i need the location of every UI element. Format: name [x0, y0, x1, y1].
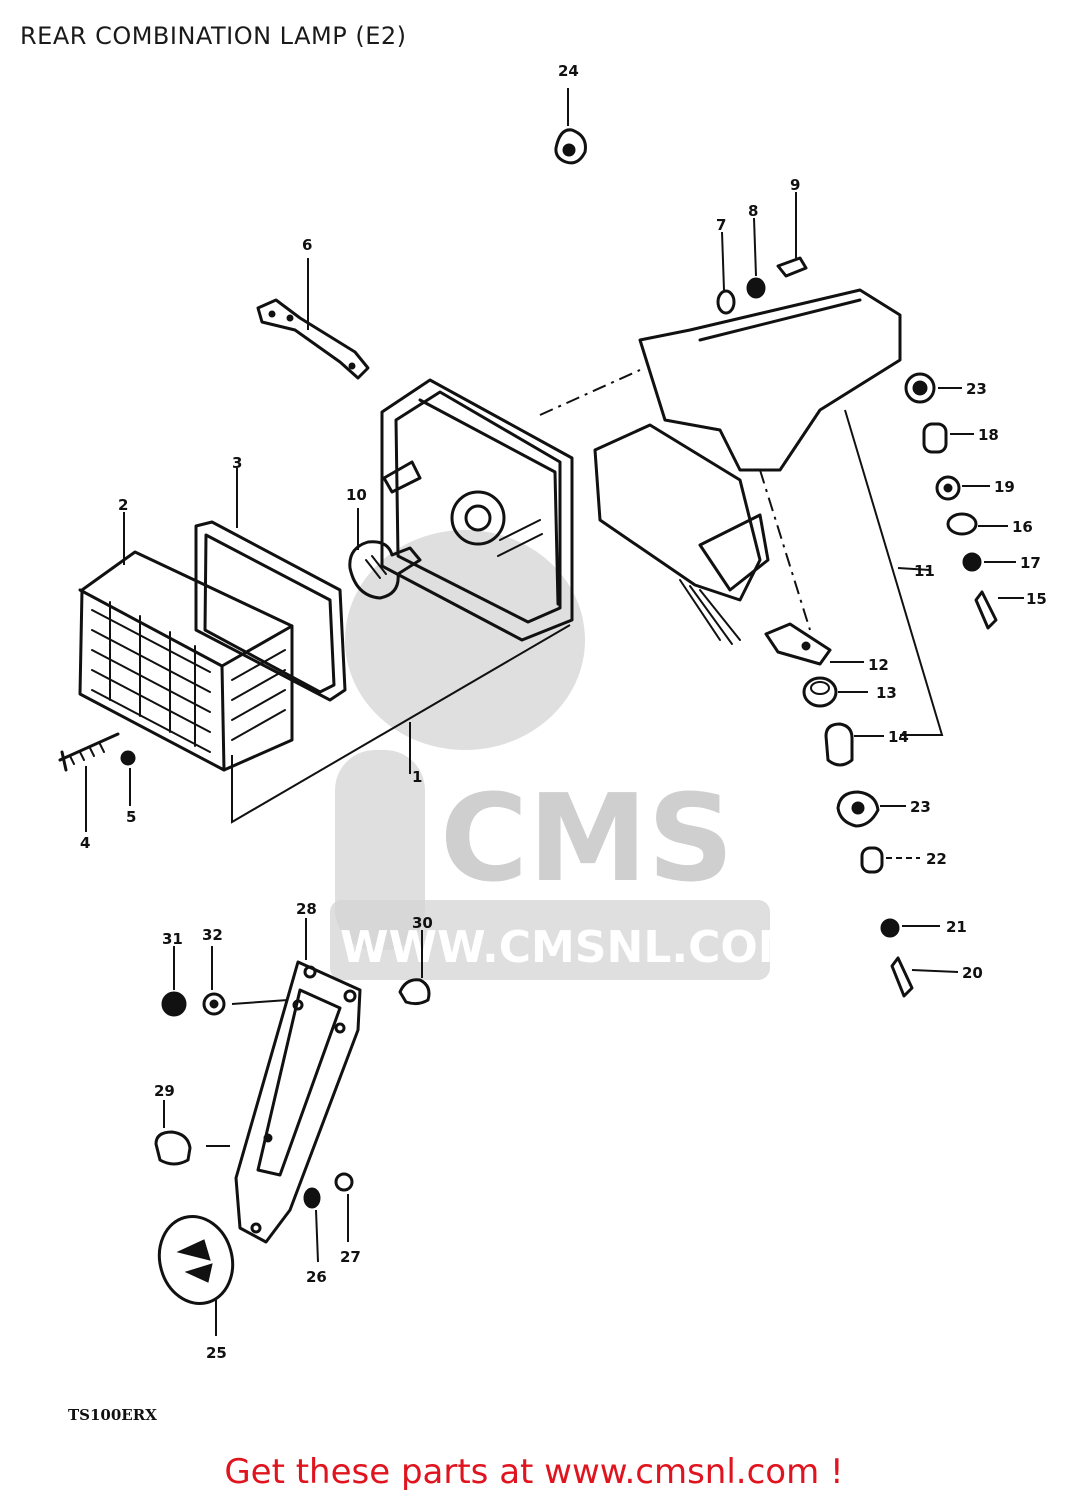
watermark-url: WWW.CMSNL.COM	[340, 922, 802, 973]
part-23-upper-grommet	[904, 372, 962, 404]
callout-7: 7	[716, 216, 726, 234]
model-code: TS100ERX	[68, 1406, 157, 1424]
callout-4: 4	[80, 834, 90, 852]
part-1-bracket	[231, 624, 571, 824]
lamp-housing	[380, 378, 574, 642]
part-27-washer	[334, 1172, 354, 1242]
part-17-nut	[962, 552, 1016, 572]
part-25-reflector	[157, 1214, 235, 1336]
callout-26: 26	[306, 1268, 327, 1286]
callout-3: 3	[232, 454, 242, 472]
part-8-nut	[746, 217, 766, 299]
part-19-washer	[935, 475, 990, 501]
part-7-nut	[716, 231, 736, 315]
part-24-cap	[554, 88, 587, 165]
callout-labels: 1 2 3 4 5 6 7 8 9 10 11 12 13 14 15 16 1…	[80, 62, 1047, 1362]
part-6-stay	[256, 258, 370, 380]
part-2-lens	[78, 512, 294, 772]
watermark-brand: CMS	[440, 770, 734, 909]
part-29-reflector-cap	[154, 1100, 230, 1166]
callout-31: 31	[162, 930, 183, 948]
callout-13: 13	[876, 684, 897, 702]
callout-12: 12	[868, 656, 889, 674]
callout-21: 21	[946, 918, 967, 936]
callout-25: 25	[206, 1344, 227, 1362]
callout-5: 5	[126, 808, 136, 826]
callout-32: 32	[202, 926, 223, 944]
footer-link[interactable]: Get these parts at www.cmsnl.com !	[224, 1452, 844, 1492]
callout-8: 8	[748, 202, 758, 220]
part-4-screw	[58, 732, 120, 832]
part-21-nut	[880, 918, 940, 938]
callout-29: 29	[154, 1082, 175, 1100]
part-5-washer	[120, 750, 136, 806]
callout-23-lower: 23	[910, 798, 931, 816]
callout-11: 11	[914, 562, 935, 580]
callout-6: 6	[302, 236, 312, 254]
part-23-lower-grommet	[836, 790, 906, 828]
callout-18: 18	[978, 426, 999, 444]
callout-15: 15	[1026, 590, 1047, 608]
callout-19: 19	[994, 478, 1015, 496]
part-32-washer	[202, 946, 289, 1016]
callout-27: 27	[340, 1248, 361, 1266]
callout-24: 24	[558, 62, 579, 80]
callout-14: 14	[888, 728, 909, 746]
part-3-gasket	[194, 468, 347, 702]
callout-17: 17	[1020, 554, 1041, 572]
callout-16: 16	[1012, 518, 1033, 536]
part-16-washer	[946, 512, 1008, 536]
part-9-screw	[776, 192, 808, 278]
cms-watermark: CMS WWW.CMSNL.COM	[330, 530, 802, 980]
callout-30: 30	[412, 914, 433, 932]
callout-2: 2	[118, 496, 128, 514]
callout-23-upper: 23	[966, 380, 987, 398]
part-10-bulb	[348, 508, 422, 600]
part-14-collar	[824, 722, 884, 767]
callout-28: 28	[296, 900, 317, 918]
part-30-nut	[398, 930, 431, 1006]
part-13-cushion	[802, 676, 868, 708]
part-26-nut	[303, 1187, 321, 1263]
callout-22: 22	[926, 850, 947, 868]
callout-10: 10	[346, 486, 367, 504]
diagram-title: REAR COMBINATION LAMP (E2)	[20, 22, 407, 50]
part-22-collar	[860, 846, 920, 874]
part-31-nut	[161, 946, 187, 1017]
part-12-plate	[764, 622, 864, 666]
part-18-collar	[922, 422, 974, 454]
part-11-frame-bracket	[539, 288, 944, 736]
callout-20: 20	[962, 964, 983, 982]
part-28-license-bracket	[234, 918, 362, 1244]
part-20-bolt	[890, 956, 959, 998]
callout-9: 9	[790, 176, 800, 194]
callout-1: 1	[412, 768, 422, 786]
part-15-bolt	[974, 590, 1024, 630]
